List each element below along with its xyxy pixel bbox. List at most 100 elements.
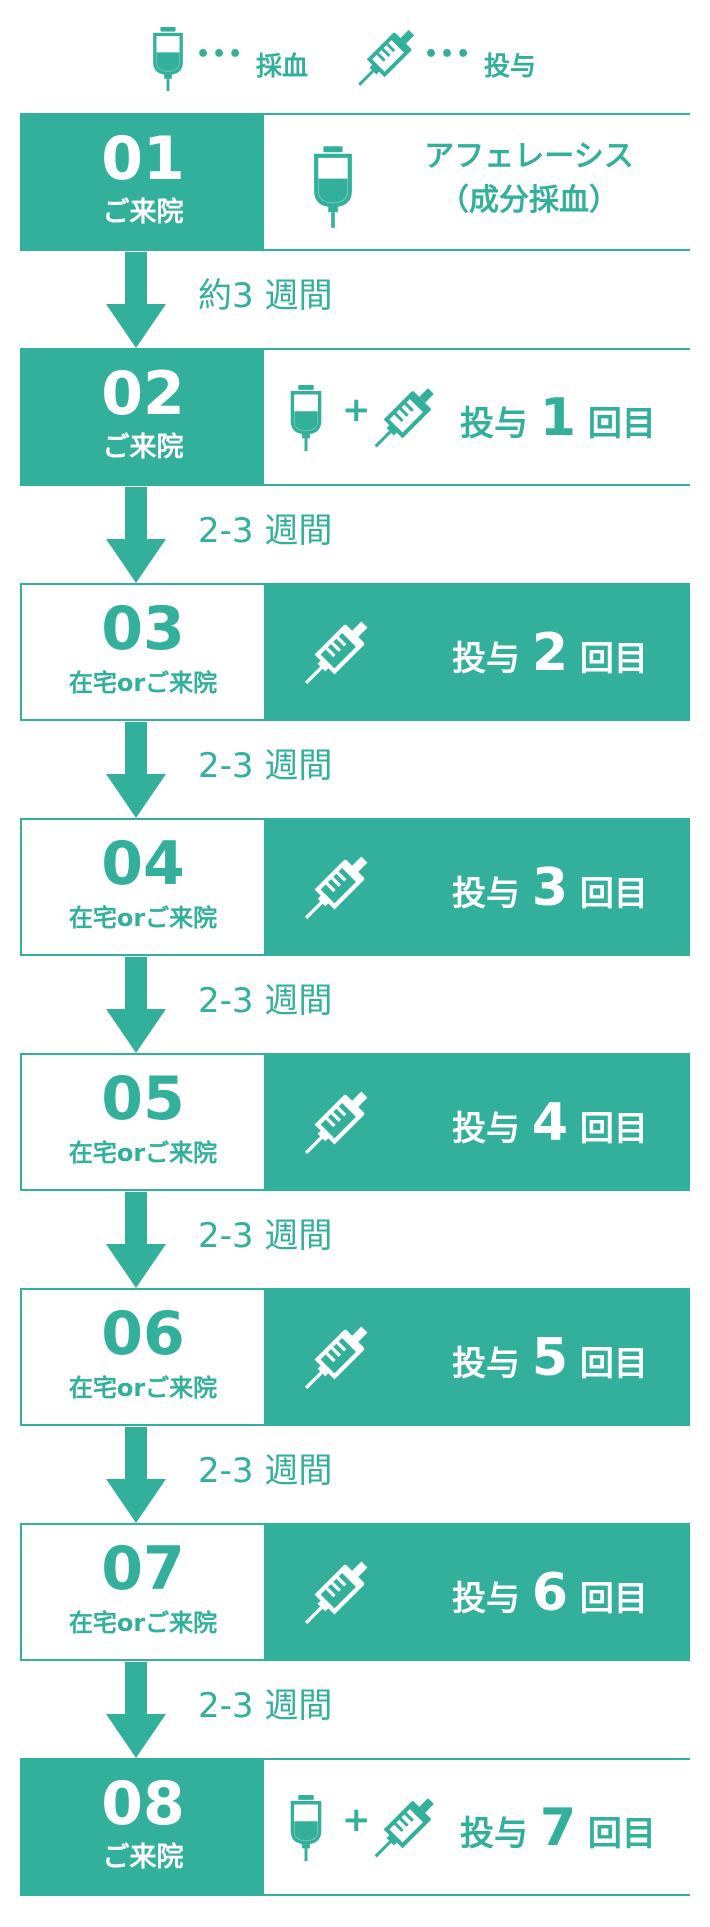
arrow-down-icon xyxy=(106,1192,166,1288)
step-right-panel: + 投与 7 回目 xyxy=(264,1760,690,1894)
dose-label: 投与 5 回目 xyxy=(452,1328,648,1394)
step-number: 08 xyxy=(101,1769,185,1839)
syringe-icon xyxy=(298,850,374,926)
dose-label: 投与 2 回目 xyxy=(452,623,648,689)
step-right-panel: + 投与 1 回目 xyxy=(264,350,690,484)
plus-sign: + xyxy=(342,1800,371,1840)
arrow-down-icon xyxy=(106,957,166,1053)
step-description-line1: アフェレーシス xyxy=(424,139,634,174)
plus-sign: + xyxy=(342,390,371,430)
step-07: 07 在宅orご来院 投与 6 回目 xyxy=(20,1523,690,1661)
dose-number: 7 xyxy=(539,1798,577,1858)
blood-bag-icon xyxy=(308,145,358,229)
step-right-panel: 投与 4 回目 xyxy=(264,1055,690,1189)
dose-number: 4 xyxy=(531,1093,569,1153)
step-left-panel: 07 在宅orご来院 xyxy=(22,1525,264,1659)
interval-label: 2-3 週間 xyxy=(198,511,333,551)
legend-dots: ••• xyxy=(424,42,473,67)
step-place: 在宅orご来院 xyxy=(68,1609,218,1637)
step-left-panel: 05 在宅orご来院 xyxy=(22,1055,264,1189)
interval-label: 約3 週間 xyxy=(198,276,333,316)
step-05: 05 在宅orご来院 投与 4 回目 xyxy=(20,1053,690,1191)
step-place: 在宅orご来院 xyxy=(68,1139,218,1167)
dose-number: 6 xyxy=(531,1563,569,1623)
dose-suffix: 回目 xyxy=(579,1579,648,1619)
step-01: 01 ご来院 アフェレーシス （成分採血） xyxy=(20,113,690,251)
arrow-down-icon xyxy=(106,1662,166,1758)
step-right-panel: 投与 2 回目 xyxy=(264,585,690,719)
step-04: 04 在宅orご来院 投与 3 回目 xyxy=(20,818,690,956)
blood-bag-icon xyxy=(286,384,326,452)
step-left-panel: 04 在宅orご来院 xyxy=(22,820,264,954)
step-right-panel: 投与 6 回目 xyxy=(264,1525,690,1659)
dose-prefix: 投与 xyxy=(460,404,528,444)
dose-label: 投与 7 回目 xyxy=(460,1798,656,1864)
step-left-panel: 02 ご来院 xyxy=(22,350,264,484)
syringe-icon xyxy=(298,1320,374,1396)
blood-bag-icon xyxy=(148,26,188,92)
dose-number: 1 xyxy=(539,388,577,448)
dose-prefix: 投与 xyxy=(460,1814,528,1854)
step-number: 04 xyxy=(101,829,185,899)
legend-dots: ••• xyxy=(196,42,245,67)
dose-label: 投与 3 回目 xyxy=(452,858,648,924)
step-number: 03 xyxy=(101,594,185,664)
legend: ••• 採血 ••• 投与 xyxy=(0,20,710,96)
dose-suffix: 回目 xyxy=(587,404,656,444)
dose-suffix: 回目 xyxy=(579,1109,648,1149)
interval-label: 2-3 週間 xyxy=(198,1216,333,1256)
arrow-down-icon xyxy=(106,487,166,583)
dose-label: 投与 6 回目 xyxy=(452,1563,648,1629)
dose-number: 2 xyxy=(531,623,569,683)
dose-prefix: 投与 xyxy=(452,874,520,914)
step-left-panel: 03 在宅orご来院 xyxy=(22,585,264,719)
step-number: 05 xyxy=(101,1064,185,1134)
step-right-panel: 投与 3 回目 xyxy=(264,820,690,954)
step-place: ご来院 xyxy=(102,1842,184,1873)
step-place: 在宅orご来院 xyxy=(68,904,218,932)
legend-syringe-label: 投与 xyxy=(484,52,537,82)
dose-suffix: 回目 xyxy=(579,874,648,914)
interval-label: 2-3 週間 xyxy=(198,1686,333,1726)
dose-prefix: 投与 xyxy=(452,1109,520,1149)
step-right-panel: 投与 5 回目 xyxy=(264,1290,690,1424)
dose-number: 5 xyxy=(531,1328,569,1388)
syringe-icon xyxy=(368,382,440,454)
interval-label: 2-3 週間 xyxy=(198,1451,333,1491)
step-number: 02 xyxy=(101,359,185,429)
dose-number: 3 xyxy=(531,858,569,918)
step-place: 在宅orご来院 xyxy=(68,669,218,697)
step-left-panel: 08 ご来院 xyxy=(22,1760,264,1894)
dose-prefix: 投与 xyxy=(452,1344,520,1384)
syringe-icon xyxy=(352,24,420,92)
dose-prefix: 投与 xyxy=(452,1579,520,1619)
step-right-panel: アフェレーシス （成分採血） xyxy=(264,115,690,249)
blood-bag-icon xyxy=(286,1794,326,1862)
step-number: 06 xyxy=(101,1299,185,1369)
dose-suffix: 回目 xyxy=(587,1814,656,1854)
interval-label: 2-3 週間 xyxy=(198,746,333,786)
step-left-panel: 06 在宅orご来院 xyxy=(22,1290,264,1424)
syringe-icon xyxy=(368,1792,440,1864)
step-place: ご来院 xyxy=(102,197,184,228)
dose-label: 投与 1 回目 xyxy=(460,388,656,454)
legend-blood-label: 採血 xyxy=(256,52,309,82)
arrow-down-icon xyxy=(106,1427,166,1523)
syringe-icon xyxy=(298,1085,374,1161)
step-02: 02 ご来院 + 投与 1 回目 xyxy=(20,348,690,486)
step-left-panel: 01 ご来院 xyxy=(22,115,264,249)
step-08: 08 ご来院 + 投与 7 回目 xyxy=(20,1758,690,1896)
step-description-line2: （成分採血） xyxy=(439,183,619,218)
dose-suffix: 回目 xyxy=(579,1344,648,1384)
arrow-down-icon xyxy=(106,722,166,818)
step-number: 01 xyxy=(101,124,185,194)
dose-prefix: 投与 xyxy=(452,639,520,679)
dose-label: 投与 4 回目 xyxy=(452,1093,648,1159)
step-place: ご来院 xyxy=(102,432,184,463)
step-06: 06 在宅orご来院 投与 5 回目 xyxy=(20,1288,690,1426)
arrow-down-icon xyxy=(106,252,166,348)
dose-suffix: 回目 xyxy=(579,639,648,679)
syringe-icon xyxy=(298,1555,374,1631)
syringe-icon xyxy=(298,615,374,691)
step-number: 07 xyxy=(101,1534,185,1604)
